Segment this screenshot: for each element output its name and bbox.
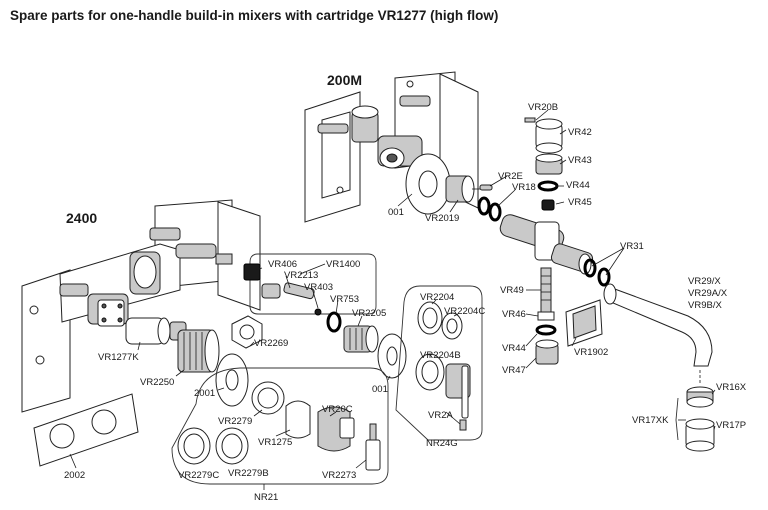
part-vr1275 <box>285 400 311 439</box>
oring-vr44-upper <box>537 180 559 192</box>
label-vr2279: VR2279 <box>218 416 252 427</box>
group-nr21 <box>171 367 389 485</box>
label-nr21: NR21 <box>254 492 278 503</box>
label-vr2269: VR2269 <box>254 338 288 349</box>
oring-vr753 <box>326 311 342 333</box>
oring-vr31-a <box>583 258 597 278</box>
part-vr46 <box>537 311 555 321</box>
part-vr2a <box>459 419 467 431</box>
label-vr17xk: VR17XK <box>632 415 669 426</box>
label-vr43: VR43 <box>568 155 592 166</box>
label-vr403: VR403 <box>304 282 333 293</box>
part-vr49 <box>540 267 552 315</box>
label-001-upper: 001 <box>388 207 404 218</box>
label-vr42: VR42 <box>568 127 592 138</box>
page-title: Spare parts for one-handle build-in mixe… <box>10 8 499 23</box>
label-vr29x: VR29/X <box>688 276 721 287</box>
label-vr1277k: VR1277K <box>98 352 139 363</box>
cover-plate-2002 <box>33 393 139 467</box>
label-vr9bx: VR9B/X <box>688 300 722 311</box>
label-vr2a: VR2A <box>428 410 453 421</box>
part-vr403 <box>314 308 322 316</box>
label-vr46: VR46 <box>502 309 526 320</box>
label-vr2204b: VR2204B <box>420 350 461 361</box>
label-vr2204c: VR2204C <box>444 306 485 317</box>
label-vr49: VR49 <box>500 285 524 296</box>
oring-vr18-b <box>488 202 502 222</box>
label-2002: 2002 <box>64 470 85 481</box>
part-vr2e <box>479 184 493 191</box>
label-vr2e: VR2E <box>498 171 523 182</box>
oring-vr18-a <box>477 196 491 216</box>
label-vr20c: VR20C <box>322 404 353 415</box>
label-vr47: VR47 <box>502 365 526 376</box>
assembly-label-2400: 2400 <box>66 210 98 226</box>
label-vr44-upper: VR44 <box>566 180 590 191</box>
group-vr1400 <box>249 253 377 315</box>
label-vr17p: VR17P <box>716 420 746 431</box>
label-vr2204: VR2204 <box>420 292 454 303</box>
label-vr406: VR406 <box>268 259 297 270</box>
part-vr2273 <box>365 439 381 471</box>
label-vr2019: VR2019 <box>425 213 459 224</box>
part-vr406 <box>243 263 261 281</box>
label-vr29ax: VR29A/X <box>688 288 728 299</box>
label-vr16x: VR16X <box>716 382 747 393</box>
oring-vr31-b <box>597 267 611 287</box>
label-2001: 2001 <box>194 388 215 399</box>
label-vr1400: VR1400 <box>326 259 360 270</box>
label-vr44-lower: VR44 <box>502 343 526 354</box>
leader-lines <box>69 109 716 490</box>
bracket-vr17xk <box>675 397 679 441</box>
label-vr2205: VR2205 <box>352 308 386 319</box>
label-vr2279b: VR2279B <box>228 468 269 479</box>
label-vr2213: VR2213 <box>284 270 318 281</box>
label-vr18: VR18 <box>512 182 536 193</box>
label-vr753: VR753 <box>330 294 359 305</box>
label-vr1902: VR1902 <box>574 347 608 358</box>
label-vr31: VR31 <box>620 241 644 252</box>
label-vr2273: VR2273 <box>322 470 356 481</box>
label-vr20b: VR20B <box>528 102 558 113</box>
spout-vr29 <box>605 287 713 367</box>
valve-body <box>499 214 594 275</box>
label-nr24g: NR24G <box>426 438 458 449</box>
part-vr45 <box>541 199 555 211</box>
group-nr24g <box>395 285 483 441</box>
label-vr2250: VR2250 <box>140 377 174 388</box>
oring-vr44-lower <box>535 324 557 336</box>
label-vr2279c: VR2279C <box>178 470 219 481</box>
label-001-lower: 001 <box>372 384 388 395</box>
label-vr1275: VR1275 <box>258 437 292 448</box>
part-vr20b <box>524 117 536 123</box>
label-vr45: VR45 <box>568 197 592 208</box>
box-2400 <box>21 199 261 413</box>
assembly-label-200m: 200M <box>327 72 363 88</box>
